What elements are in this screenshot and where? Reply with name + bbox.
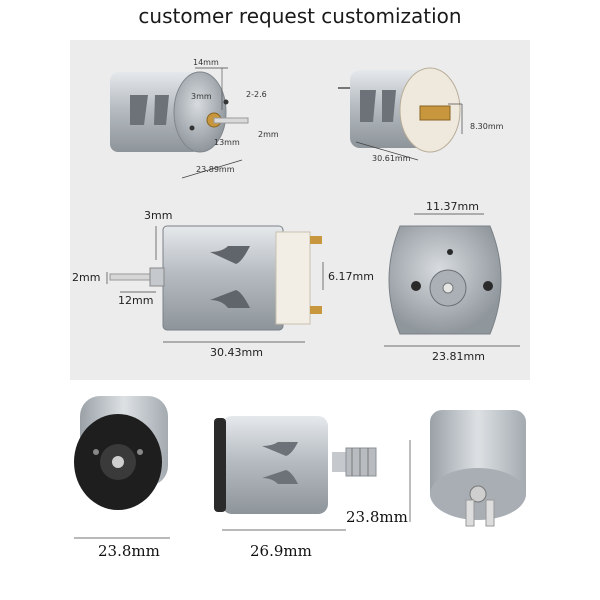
motor-photo-3 (106, 225, 324, 343)
dim-label: 8.30mm (470, 122, 504, 131)
dim-label: 3mm (144, 209, 173, 222)
dim-label: 26.9mm (250, 542, 312, 560)
dim-label: 14mm (193, 58, 219, 67)
dim-label: 23.89mm (196, 165, 235, 174)
dim-label: 23.8mm (346, 508, 408, 526)
dim-label: 2-2.6 (246, 90, 267, 99)
dim-label: 6.17mm (328, 270, 374, 283)
motor-photo-6 (214, 416, 377, 531)
motor-photo-4 (384, 213, 520, 347)
dim-label: 23.81mm (432, 350, 485, 363)
dim-label: 3mm (191, 92, 212, 101)
motor-photo-1 (110, 67, 249, 179)
dim-label: 23.8mm (98, 542, 160, 560)
page-title: customer request customization (138, 4, 462, 28)
motor-photo-2 (338, 67, 463, 161)
motor-photo-7 (409, 410, 526, 527)
dim-label: 13mm (214, 138, 240, 147)
motor-photo-5 (74, 396, 170, 539)
dim-label: 2mm (72, 271, 101, 284)
dim-label: 2mm (258, 130, 279, 139)
dim-label: 30.61mm (372, 154, 411, 163)
dim-label: 30.43mm (210, 346, 263, 359)
dim-label: 12mm (118, 294, 154, 307)
dim-label: 11.37mm (426, 200, 479, 213)
